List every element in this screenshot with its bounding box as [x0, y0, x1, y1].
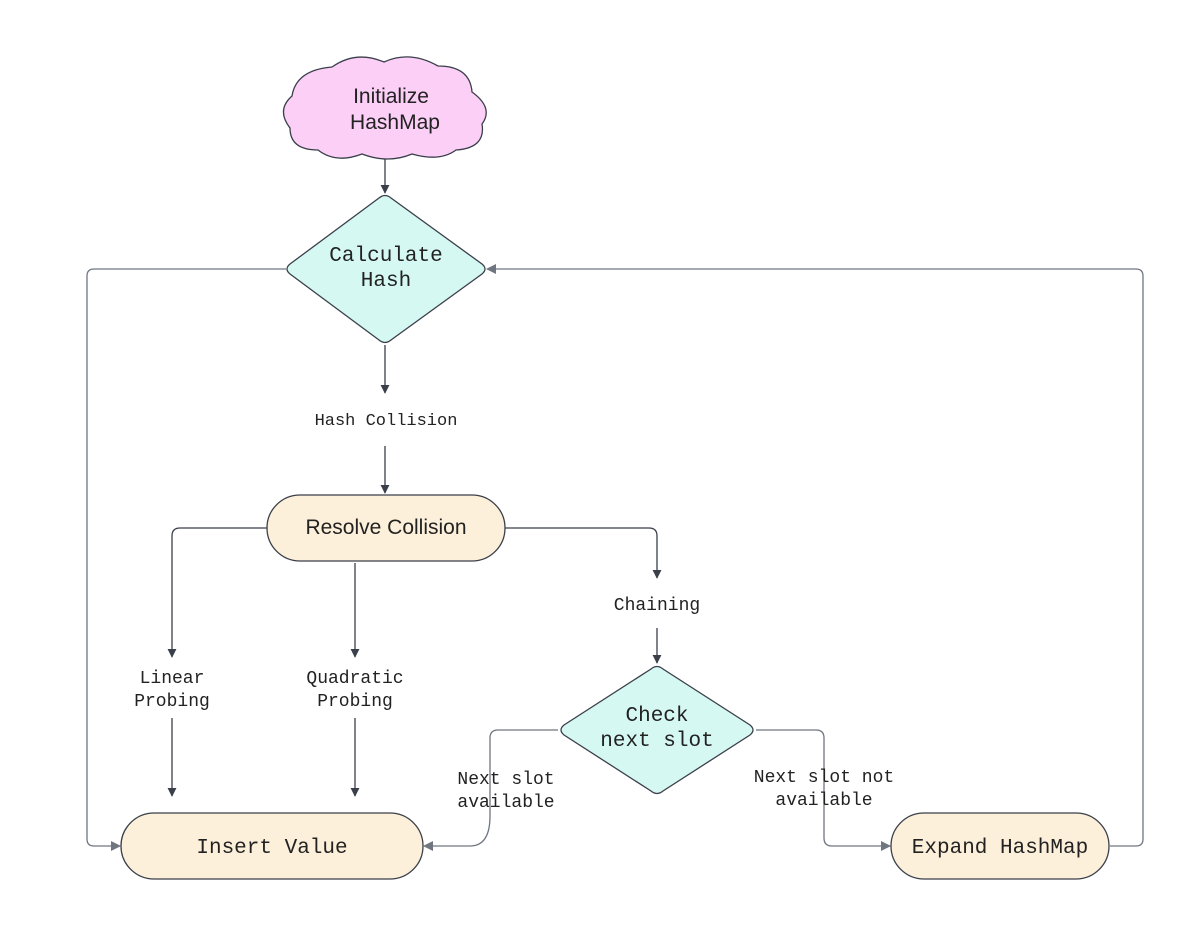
check-next-slot-node: Check next slot [560, 665, 754, 795]
next-slot-available-label-line2: available [457, 793, 554, 813]
edge-resolve-to-chaining [505, 527, 662, 579]
resolve-collision-label: Resolve Collision [305, 516, 466, 539]
expand-hashmap-node: Expand HashMap [890, 812, 1110, 880]
terminal-shape [120, 812, 424, 880]
edge-expand-to-calculate [486, 264, 1144, 847]
calculate-hash-label-line2: Hash [361, 270, 411, 293]
initialize-hashmap-node: Initialize HashMap [282, 56, 487, 160]
check-next-slot-label-line1: Check [625, 705, 688, 728]
quadratic-probing-label-line1: Quadratic [306, 669, 403, 689]
insert-value-node: Insert Value [120, 812, 424, 880]
resolve-collision-node: Resolve Collision [266, 494, 506, 562]
edge-check-to-insert [423, 729, 558, 851]
connectors [86, 154, 1144, 851]
linear-probing-label-line2: Probing [134, 692, 210, 712]
initialize-label-line2: HashMap [350, 111, 440, 134]
check-next-slot-label-line2: next slot [600, 730, 713, 753]
cloud-shape [282, 56, 487, 160]
calculate-hash-node: Calculate Hash [286, 194, 486, 344]
diamond-shape [286, 194, 486, 344]
quadratic-probing-label-line2: Probing [317, 692, 393, 712]
insert-value-label: Insert Value [196, 837, 347, 860]
edge-check-to-expand [756, 729, 891, 851]
diamond-shape [560, 665, 754, 795]
chaining-label: Chaining [614, 596, 700, 616]
calculate-hash-label-line1: Calculate [329, 245, 442, 268]
edge-resolve-to-linear [167, 527, 267, 658]
edge-calculate-to-insert [86, 268, 286, 851]
linear-probing-label-line1: Linear [140, 669, 205, 689]
terminal-shape [890, 812, 1110, 880]
next-slot-available-label-line1: Next slot [457, 770, 554, 790]
expand-hashmap-label: Expand HashMap [912, 837, 1088, 860]
hash-collision-label: Hash Collision [315, 412, 458, 431]
next-slot-not-available-label-line1: Next slot not [754, 768, 894, 788]
terminal-shape [266, 494, 506, 562]
next-slot-not-available-label-line2: available [775, 791, 872, 811]
initialize-label-line1: Initialize [353, 85, 429, 108]
